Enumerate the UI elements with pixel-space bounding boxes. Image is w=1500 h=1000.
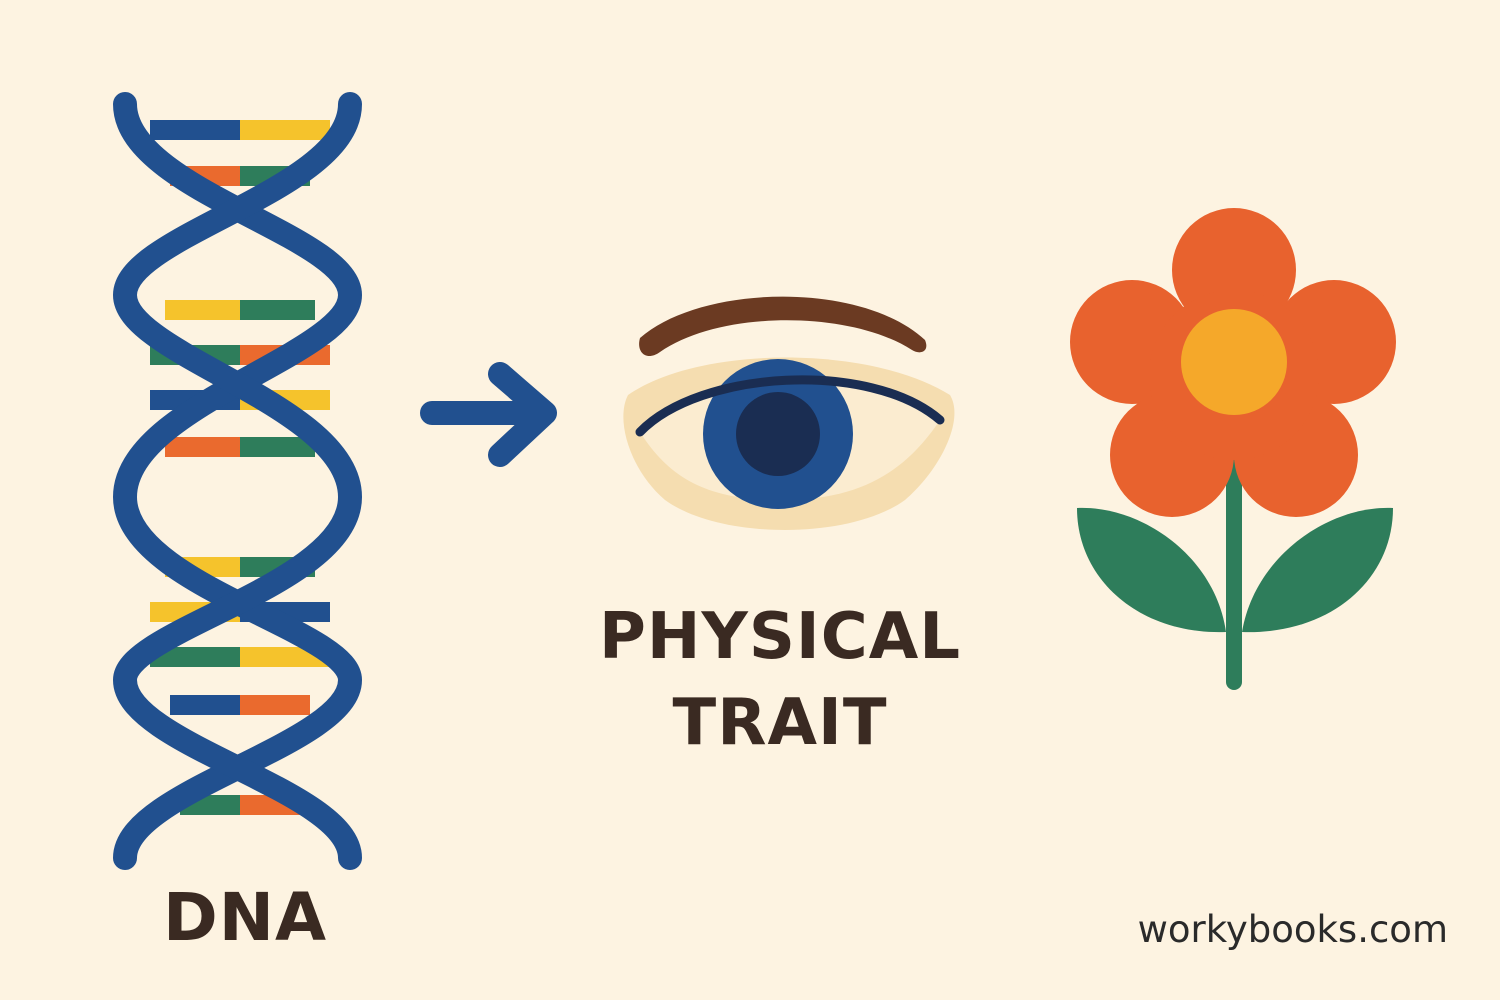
pupil <box>736 392 820 476</box>
physical-trait-label: PHYSICAL TRAIT <box>560 594 1000 766</box>
flower-icon <box>1070 208 1396 690</box>
dna-base-segment <box>240 300 315 320</box>
flower-stem <box>1226 440 1242 690</box>
dna-base-segment <box>240 695 310 715</box>
dna-strand-left <box>112 92 363 870</box>
dna-helix-icon <box>112 92 363 870</box>
dna-label: DNA <box>162 879 328 956</box>
leaf-right <box>1242 507 1393 633</box>
website-label: workybooks.com <box>1137 908 1448 951</box>
dna-base-segment <box>165 300 240 320</box>
eye-icon <box>623 296 955 530</box>
dna-base-segment <box>170 695 240 715</box>
eyebrow <box>639 296 927 357</box>
dna-base-segment <box>150 647 240 667</box>
flower-center <box>1181 309 1287 415</box>
dna-strand-right <box>112 92 363 870</box>
dna-base-segment <box>240 437 315 457</box>
dna-base-segment <box>240 120 330 140</box>
trait-label-line2: TRAIT <box>672 686 888 760</box>
leaf-left <box>1077 507 1226 633</box>
trait-label-line1: PHYSICAL <box>599 600 961 674</box>
dna-base-segment <box>165 437 240 457</box>
arrow-right-icon <box>420 362 557 467</box>
dna-base-segment <box>150 120 240 140</box>
dna-base-pairs <box>150 120 330 815</box>
eyelid-line <box>635 375 945 437</box>
